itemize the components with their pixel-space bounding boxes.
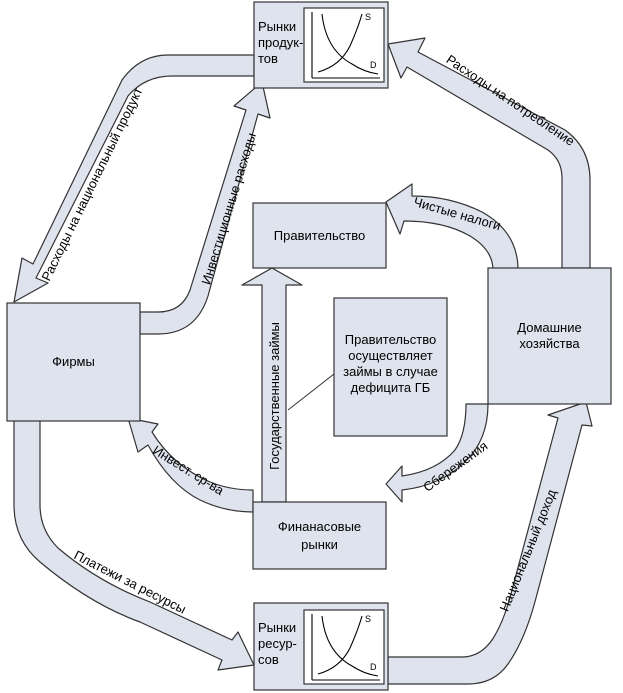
government-box: [252, 202, 387, 269]
svg-text:рынки: рынки: [301, 537, 338, 552]
svg-text:сов: сов: [258, 652, 279, 667]
national-income-arrow: [387, 401, 593, 685]
government-label: Правительство: [274, 228, 365, 243]
svg-text:продук-: продук-: [258, 35, 303, 50]
product-market-supply-curve: [317, 13, 363, 73]
government-loans-label: Государственные займы: [267, 322, 282, 470]
savings-label: Сбережения: [420, 438, 490, 495]
svg-text:Финанасовые: Финанасовые: [278, 519, 361, 534]
households-box: [487, 267, 612, 405]
consumer-spending-arrow: [387, 37, 591, 269]
national-product-label: Расходы на национальный продукт: [38, 85, 145, 283]
svg-text:осуществляет: осуществляет: [348, 348, 432, 363]
svg-text:хозяйства: хозяйства: [519, 336, 580, 351]
financial-markets-box: [252, 501, 387, 570]
net-taxes-arrow: [385, 183, 519, 271]
product-market-demand-label: D: [370, 60, 377, 70]
svg-text:тов: тов: [258, 51, 278, 66]
resource-market-label: Рынки ресур- сов: [258, 620, 297, 667]
product-market-graph: [303, 7, 385, 83]
investment-spending-label: Инвестиционные расходы: [198, 131, 259, 286]
financial-markets-label: Финанасовые рынки: [278, 519, 361, 552]
resource-market-supply-curve: [317, 615, 363, 675]
firms-label: Фирмы: [52, 354, 95, 369]
svg-text:дефицита ГБ: дефицита ГБ: [351, 380, 431, 395]
product-market-demand-curve: [321, 13, 379, 75]
households-label: Домашние хозяйства: [517, 320, 581, 351]
firms-box: [6, 302, 141, 422]
note-box: [333, 297, 448, 437]
svg-text:Рынки: Рынки: [258, 19, 296, 34]
resource-market-graph: [303, 609, 385, 685]
svg-text:Домашние: Домашние: [517, 320, 581, 335]
note-label: Правительство осуществляет займы в случа…: [343, 332, 438, 395]
note-connector: [287, 373, 335, 411]
svg-text:займы в случае: займы в случае: [343, 364, 438, 379]
product-market-supply-label: S: [365, 12, 371, 22]
svg-text:ресур-: ресур-: [258, 636, 297, 651]
government-loans-arrow: [241, 267, 303, 503]
investment-funds-arrow: [127, 417, 254, 513]
national-product-arrow: [13, 54, 255, 303]
svg-text:Правительство: Правительство: [345, 332, 436, 347]
savings-arrow: [385, 403, 489, 503]
resource-market-supply-label: S: [365, 614, 371, 624]
svg-text:Рынки: Рынки: [258, 620, 296, 635]
investment-spending-arrow: [139, 81, 271, 335]
product-market-label: Рынки продук- тов: [258, 19, 303, 66]
resource-market-demand-curve: [321, 615, 379, 677]
resource-payments-arrow: [13, 419, 255, 671]
resource-market-demand-label: D: [370, 662, 377, 672]
